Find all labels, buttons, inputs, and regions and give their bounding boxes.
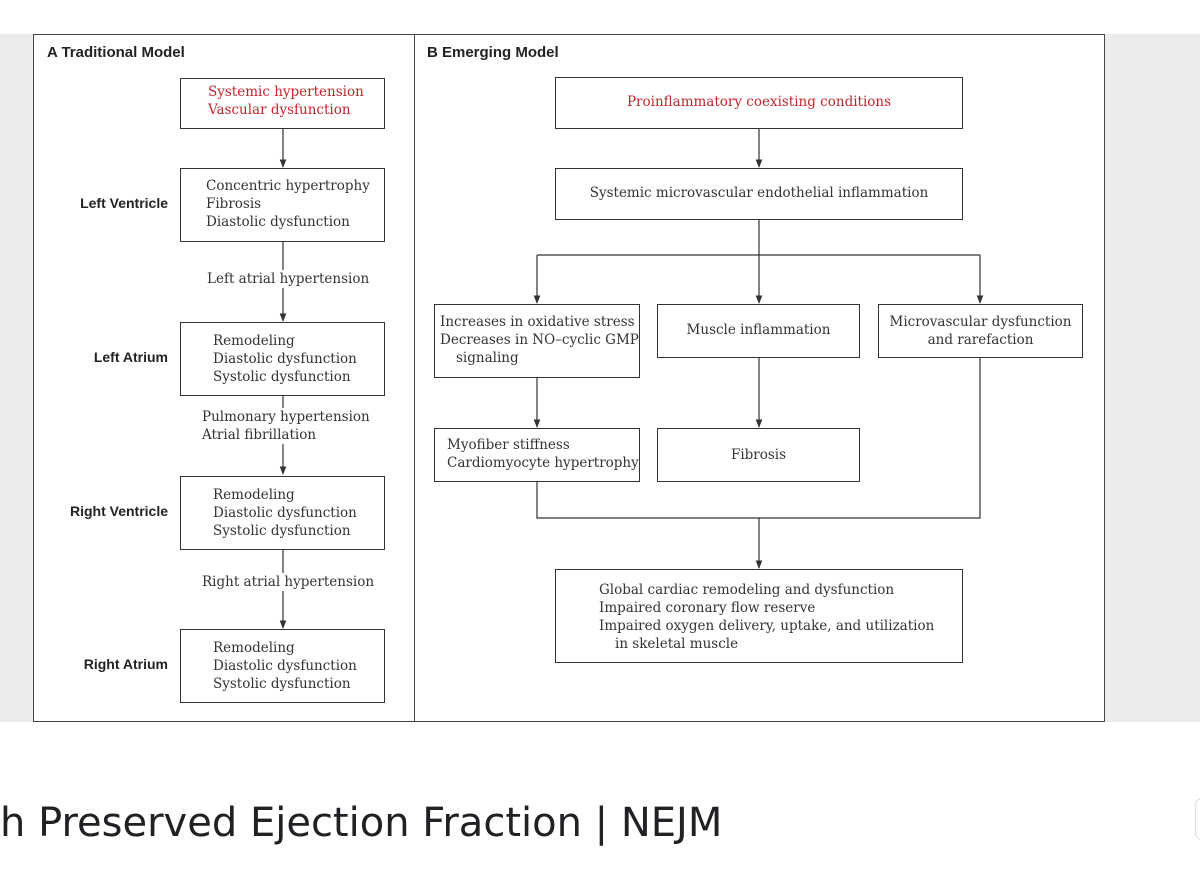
link-line: Left atrial hypertension (207, 271, 370, 287)
link-line: Right atrial hypertension (202, 574, 375, 590)
page-top-band (0, 0, 1200, 34)
box-line: Proinflammatory coexisting conditions (626, 94, 892, 110)
box-line: Systolic dysfunction (213, 676, 351, 692)
link-right-atrial-hypertension: Right atrial hypertension (200, 573, 377, 591)
box-line: Systemic microvascular endothelial infla… (589, 185, 929, 201)
box-left-atrium: Remodeling Diastolic dysfunction Systoli… (180, 322, 385, 396)
box-line: Diastolic dysfunction (213, 505, 357, 521)
box-proinflammatory-conditions: Proinflammatory coexisting conditions (555, 77, 963, 129)
box-muscle-inflammation: Muscle inflammation (657, 304, 860, 358)
box-line: Global cardiac remodeling and dysfunctio… (599, 582, 895, 598)
box-line: Decreases in NO–cyclic GMP (440, 332, 639, 348)
box-line: signaling (456, 350, 519, 366)
box-line: Diastolic dysfunction (206, 214, 350, 230)
box-line: Remodeling (213, 487, 295, 503)
box-oxidative-stress: Increases in oxidative stress Decreases … (434, 304, 640, 378)
box-myofiber-stiffness: Myofiber stiffness Cardiomyocyte hypertr… (434, 428, 640, 482)
box-line: Microvascular dysfunction (889, 314, 1072, 330)
label-left-atrium: Left Atrium (93, 349, 168, 365)
panel-a-title: A Traditional Model (47, 44, 185, 61)
link-left-atrial-hypertension: Left atrial hypertension (205, 270, 372, 288)
box-line: Fibrosis (730, 447, 787, 463)
box-line: in skeletal muscle (615, 636, 739, 652)
box-line: Systolic dysfunction (213, 369, 351, 385)
box-line: Systemic hypertension (208, 84, 364, 100)
box-line: Cardiomyocyte hypertrophy (447, 455, 639, 471)
box-line: Increases in oxidative stress (440, 314, 635, 330)
link-line: Atrial fibrillation (202, 427, 317, 443)
box-line: Diastolic dysfunction (213, 351, 357, 367)
box-left-ventricle: Concentric hypertrophy Fibrosis Diastoli… (180, 168, 385, 242)
panel-divider (414, 34, 415, 722)
box-line: and rarefaction (927, 332, 1034, 348)
box-line: Systolic dysfunction (213, 523, 351, 539)
box-fibrosis: Fibrosis (657, 428, 860, 482)
box-microvascular-dysfunction: Microvascular dysfunction and rarefactio… (878, 304, 1083, 358)
box-line: Impaired oxygen delivery, uptake, and ut… (599, 618, 935, 634)
label-left-ventricle: Left Ventricle (80, 195, 168, 211)
box-line: Fibrosis (206, 196, 262, 212)
box-line: Remodeling (213, 640, 295, 656)
box-line: Myofiber stiffness (447, 437, 570, 453)
box-right-atrium: Remodeling Diastolic dysfunction Systoli… (180, 629, 385, 703)
box-endothelial-inflammation: Systemic microvascular endothelial infla… (555, 168, 963, 220)
label-right-atrium: Right Atrium (83, 656, 168, 672)
box-line: Impaired coronary flow reserve (599, 600, 816, 616)
box-line: Muscle inflammation (686, 322, 831, 338)
link-line: Pulmonary hypertension (202, 409, 370, 425)
box-line: Concentric hypertrophy (206, 178, 370, 194)
link-pulmonary-hypertension: Pulmonary hypertension Atrial fibrillati… (200, 408, 372, 444)
box-global-cardiac-remodeling: Global cardiac remodeling and dysfunctio… (555, 569, 963, 663)
partial-button-edge[interactable] (1195, 798, 1200, 840)
box-right-ventricle: Remodeling Diastolic dysfunction Systoli… (180, 476, 385, 550)
box-systemic-hypertension: Systemic hypertension Vascular dysfuncti… (180, 78, 385, 129)
box-line: Remodeling (213, 333, 295, 349)
panel-b-title: B Emerging Model (427, 44, 559, 61)
label-right-ventricle: Right Ventricle (69, 503, 168, 519)
box-line: Vascular dysfunction (208, 102, 351, 118)
result-title-link[interactable]: h Preserved Ejection Fraction | NEJM (0, 800, 723, 846)
box-line: Diastolic dysfunction (213, 658, 357, 674)
